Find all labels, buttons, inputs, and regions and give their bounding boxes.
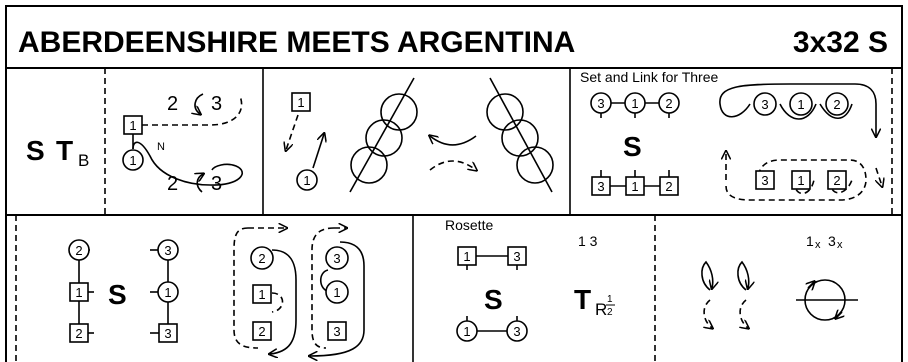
bar3-bot-3: 2 [665, 179, 672, 194]
bar5-t-sub: R [595, 300, 607, 319]
bar2-dash-arrow [286, 114, 299, 150]
bar3-loop-top-1: 3 [761, 97, 768, 112]
bar3-top-3: 2 [665, 96, 672, 111]
bar2-circle-label: 1 [303, 173, 310, 188]
bar6-sub2: x [837, 239, 843, 251]
bar1-bottom-number: 2 [167, 173, 178, 195]
bar5-bot-1: 1 [463, 324, 470, 339]
bar3-loop-bot-3: 2 [833, 173, 840, 188]
bar4-loop2-1: 3 [333, 251, 340, 266]
bar5-numbers: 1 3 [578, 233, 598, 249]
bar1-box-label: 1 [129, 118, 136, 133]
bar2-solid-arrow [312, 134, 324, 169]
bar6-sub1: x [815, 239, 821, 251]
bar4-col2-1: 3 [164, 243, 171, 258]
bar3-top-row: 3 1 2 [590, 92, 680, 118]
bar1-t-label: T [56, 135, 73, 166]
bar1-bottom-to: 3 [211, 173, 222, 195]
bar2-figure-left [349, 77, 418, 193]
bar4-loop1-2: 1 [258, 287, 265, 302]
bar1-t-sub: B [78, 151, 89, 170]
bar1-circle [122, 149, 144, 171]
bar5-bottom-row: 1 3 [456, 316, 528, 342]
bar2-box-label: 1 [297, 95, 304, 110]
bar3-bottom-row: 3 1 2 [591, 170, 679, 196]
bar1-top-to: 3 [211, 93, 222, 115]
bar4-col1-3: 2 [75, 326, 82, 341]
bar1-top-arrow [195, 93, 204, 114]
bar1-top-number: 2 [167, 93, 178, 115]
bar4-loop1-3: 2 [258, 324, 265, 339]
bar5-bot-2: 3 [513, 324, 520, 339]
bar1-dashed-track [142, 95, 243, 126]
bar4-col2-2: 1 [164, 285, 171, 300]
bar1-bottom-arrow [197, 174, 203, 193]
bar2-box [291, 92, 311, 112]
card-frame [5, 5, 903, 362]
bar-5: Rosette 1 3 1 3 S T R 1 2 1 3 [445, 217, 615, 342]
bar3-s-label: S [623, 131, 642, 162]
bar-2: 1 1 [286, 77, 554, 193]
bar6-num1: 1 [806, 233, 814, 249]
bar3-loop-bottom [725, 159, 867, 201]
dance-format: 3x32 S [793, 26, 888, 59]
bar6-turn-2 [737, 260, 749, 290]
bar4-loop2-track [311, 227, 335, 349]
bar4-col2: 3 1 3 [150, 239, 179, 343]
bar6-turn-1-dash [704, 299, 712, 328]
bar3-bot-1: 3 [597, 179, 604, 194]
bar3-loop-top-3: 2 [833, 97, 840, 112]
bar4-col1-1: 2 [75, 243, 82, 258]
bar5-t-label: T [574, 284, 591, 315]
bar4-col1: 2 1 2 [68, 239, 94, 343]
bar2-circle [296, 169, 318, 191]
bar4-loop2-2: 1 [333, 285, 340, 300]
bar4-loop1-1: 2 [258, 251, 265, 266]
bar-1: S T B 2 3 1 1 N 2 3 [26, 93, 243, 195]
bar4-s-label: S [108, 279, 127, 310]
bar2-cross-arrow-1 [430, 136, 477, 146]
bar6-circle-figure [796, 279, 858, 321]
bar5-top-row: 1 3 [457, 246, 527, 270]
bar4-col2-3: 3 [164, 326, 171, 341]
bar3-caption: Set and Link for Three [580, 69, 718, 85]
bar2-figure-right [486, 77, 554, 193]
bar3-top-2: 1 [631, 96, 638, 111]
bar6-turn-1 [701, 260, 713, 290]
bar1-solid-track [132, 141, 243, 186]
bar5-s-label: S [484, 284, 503, 315]
bar2-cross-arrow-2 [429, 160, 476, 170]
bar1-side-mark: N [157, 141, 165, 153]
dance-title: ABERDEENSHIRE MEETS ARGENTINA [18, 26, 575, 59]
bar3-top-1: 3 [597, 96, 604, 111]
bar5-top-1: 1 [463, 249, 470, 264]
bar3-loop-bot-1: 3 [761, 173, 768, 188]
bar1-s-label: S [26, 135, 45, 166]
bar3-loop-top-2: 1 [797, 97, 804, 112]
bar5-fraction-num: 1 [607, 294, 613, 305]
bar-3: Set and Link for Three 3 1 2 S 3 1 2 [580, 69, 882, 201]
bar5-fraction-den: 2 [607, 307, 613, 318]
bar5-top-2: 3 [513, 249, 520, 264]
bar6-turn-2-dash [740, 299, 748, 328]
bar-4: 2 1 2 S 3 1 3 2 1 2 [68, 227, 365, 356]
bar4-loop2-3: 3 [333, 324, 340, 339]
bar3-loop-bot-2: 1 [797, 173, 804, 188]
bar-6: 1 x 3 x [701, 233, 858, 328]
bar5-caption: Rosette [445, 217, 493, 233]
bar4-col1-2: 1 [75, 285, 82, 300]
bar6-num2: 3 [828, 233, 836, 249]
bar3-loop-top [719, 83, 876, 136]
bar3-bot-2: 1 [631, 179, 638, 194]
bar1-circle-label: 1 [129, 153, 136, 168]
